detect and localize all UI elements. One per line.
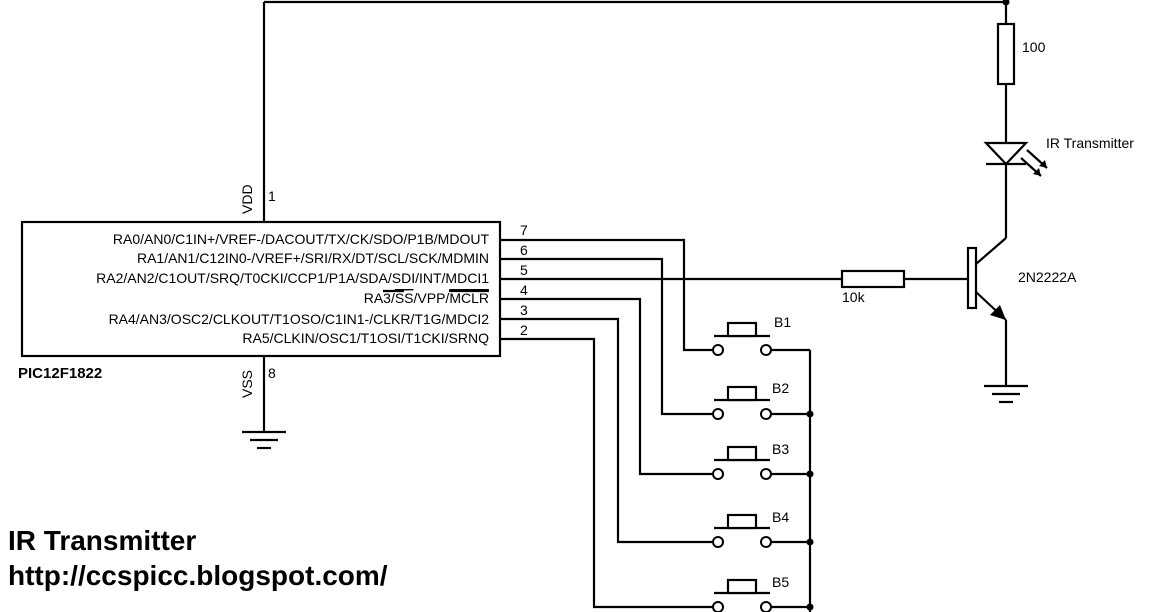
base-resistor-label: 10k xyxy=(842,289,866,305)
button-label-b2: B2 xyxy=(772,380,789,396)
mcu-name: PIC12F1822 xyxy=(18,365,102,382)
push-button-b1: B1 xyxy=(712,314,810,356)
pin-label-ra2: RA2/AN2/C1OUT/SRQ/T0CKI/CCP1/P1A/SDA/SDI… xyxy=(96,270,489,286)
footer-url: http://ccspicc.blogspot.com/ xyxy=(8,560,388,591)
pin-label-ra0: RA0/AN0/C1IN+/VREF-/DACOUT/TX/CK/SDO/P1B… xyxy=(113,231,490,247)
vss-label: VSS xyxy=(239,370,255,398)
transistor-label: 2N2222A xyxy=(1018,269,1077,285)
emitter-ground-symbol xyxy=(984,384,1028,404)
pin-wires xyxy=(500,238,712,609)
pin-number-4: 4 xyxy=(520,282,528,298)
base-resistor: 10k xyxy=(500,269,968,305)
pin-label-ra3: RA3/SS/VPP/MCLR xyxy=(364,290,489,306)
button-label-b5: B5 xyxy=(772,574,789,590)
pin-number-6: 6 xyxy=(520,242,528,258)
supply-rail xyxy=(262,0,1010,222)
push-button-b5: B5 xyxy=(712,574,810,612)
pin-number-2: 2 xyxy=(520,322,528,338)
pic-microcontroller: PIC12F1822 VDD 1 VSS 8 RA0/AN0/C1IN+/VRE… xyxy=(18,184,528,398)
top-resistor: 100 xyxy=(996,2,1046,143)
button-label-b1: B1 xyxy=(774,314,791,330)
led-label: IR Transmitter xyxy=(1046,135,1134,151)
push-button-b3: B3 xyxy=(712,441,810,480)
button-common-bus xyxy=(806,350,814,612)
footer-title: IR Transmitter xyxy=(8,525,196,556)
pin-label-ra4: RA4/AN3/OSC2/CLKOUT/T1OSO/C1IN1-/CLKR/T1… xyxy=(109,311,490,327)
button-label-b4: B4 xyxy=(772,509,789,525)
top-resistor-label: 100 xyxy=(1022,39,1046,55)
push-button-b4: B4 xyxy=(712,509,810,548)
vss-pin-number: 8 xyxy=(268,365,276,381)
npn-transistor: 2N2222A xyxy=(966,237,1077,386)
pin-number-7: 7 xyxy=(520,222,528,238)
ir-led: IR Transmitter xyxy=(983,135,1134,238)
pin-number-5: 5 xyxy=(520,262,528,278)
vdd-pin-number: 1 xyxy=(268,188,276,204)
pin-label-ra5: RA5/CLKIN/OSC1/T1OSI/T1CKI/SRNQ xyxy=(242,330,489,346)
button-label-b3: B3 xyxy=(772,441,789,457)
pin-label-ra1: RA1/AN1/C12IN0-/VREF+/SRI/RX/DT/SCL/SCK/… xyxy=(137,250,489,266)
push-button-b2: B2 xyxy=(712,380,810,420)
mcu-ground-symbol xyxy=(242,356,286,450)
vdd-label: VDD xyxy=(239,184,255,214)
pin-number-3: 3 xyxy=(520,302,528,318)
